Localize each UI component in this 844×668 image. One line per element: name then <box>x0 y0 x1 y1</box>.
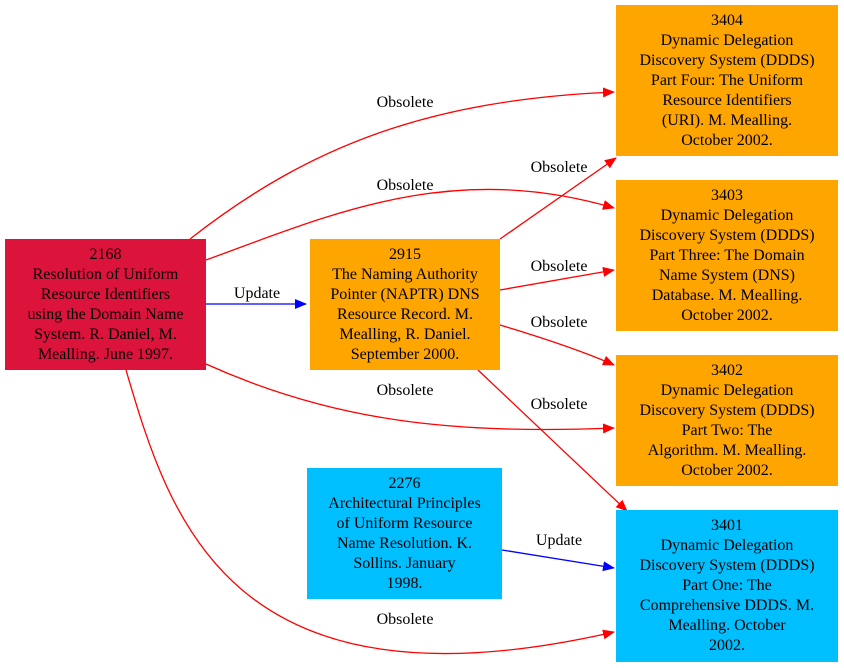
node-rfc-number: 3404 <box>711 11 743 29</box>
node-text-line: Resolution of Uniform <box>32 265 179 283</box>
node-text-line: Resource Record. M. <box>337 305 473 323</box>
edge-2168-to-3403 <box>205 188 615 261</box>
node-text-line: Algorithm. M. Mealling. <box>647 441 807 459</box>
node-text-line: (URI). M. Mealling. <box>661 111 793 129</box>
edge-label-2168-3404: Obsolete <box>376 94 434 111</box>
node-text-line: October 2002. <box>681 306 773 324</box>
node-text-line: Dynamic Delegation <box>660 381 794 399</box>
node-text-line: Discovery System (DDDS) <box>639 226 815 244</box>
edge-label-2276-3401: Update <box>535 532 583 549</box>
node-text-line: Discovery System (DDDS) <box>639 401 815 419</box>
edge-2276-to-3401 <box>501 549 615 572</box>
node-text-line: Mealling. June 1997. <box>37 345 174 363</box>
node-text-line: October 2002. <box>681 461 773 479</box>
node-rfc-number: 3402 <box>711 361 743 379</box>
node-text-line: of Uniform Resource <box>336 514 473 532</box>
node-text-line: using the Domain Name <box>27 305 184 323</box>
node-text-line: Part Two: The <box>681 421 773 439</box>
node-rfc-number: 2915 <box>389 245 421 263</box>
edge-label-2168-3402: Obsolete <box>376 382 434 399</box>
edge-label-2915-3404: Obsolete <box>530 159 588 176</box>
node-text-line: Discovery System (DDDS) <box>639 51 815 69</box>
edge-label-2915-3401: Obsolete <box>530 396 588 413</box>
edge-2915-to-3403 <box>499 266 615 291</box>
node-text-line: Discovery System (DDDS) <box>639 557 815 574</box>
edge-label-2168-3401: Obsolete <box>376 611 434 628</box>
node-text-line: Comprehensive DDDS. M. <box>639 597 815 614</box>
edge-label-2915-3402: Obsolete <box>530 314 588 331</box>
node-text-line: Mealling, R. Daniel. <box>339 325 471 343</box>
node-text-line: Dynamic Delegation <box>660 537 794 554</box>
node-rfc-number: 3403 <box>711 186 743 204</box>
node-text-line: Mealling. October <box>668 617 786 634</box>
edge-2915-to-3404 <box>499 157 617 240</box>
node-text-line: Architectural Principles <box>328 494 481 512</box>
node-text-line: Resource Identifiers <box>662 91 792 109</box>
node-text-line: Name System (DNS) <box>659 266 795 284</box>
node-text-line: Dynamic Delegation <box>660 31 794 49</box>
node-text-line: Database. M. Mealling. <box>651 286 803 304</box>
node-text-line: Dynamic Delegation <box>660 206 794 224</box>
edge-2168-to-3404 <box>189 87 615 240</box>
node-text-line: Resource Identifiers <box>40 285 171 303</box>
node-text-line: Pointer (NAPTR) DNS <box>330 285 480 303</box>
edge-2915-to-3401 <box>477 369 628 512</box>
node-text-line: October 2002. <box>681 131 773 149</box>
node-text-line: September 2000. <box>350 345 460 363</box>
node-text-line: Part Four: The Uniform <box>650 71 804 89</box>
edge-label-2168-2915: Update <box>233 285 281 302</box>
node-rfc-number: 3401 <box>711 517 743 534</box>
node-text-line: The Naming Authority <box>332 265 478 283</box>
node-text-line: 1998. <box>386 574 423 592</box>
node-rfc-number: 2276 <box>388 474 421 492</box>
node-text-line: Sollins. January <box>353 554 456 572</box>
node-text-line: System. R. Daniel, M. <box>34 325 177 343</box>
edge-2168-to-3401 <box>125 369 615 655</box>
edge-label-2168-3403: Obsolete <box>376 177 434 194</box>
node-text-line: Part Three: The Domain <box>649 246 805 264</box>
node-text-line: Name Resolution. K. <box>336 534 473 552</box>
node-text-line: Part One: The <box>682 577 772 594</box>
node-rfc-number: 2168 <box>89 245 122 263</box>
edge-label-2915-3403: Obsolete <box>530 258 588 275</box>
edge-2168-to-3402 <box>205 363 615 434</box>
node-text-line: 2002. <box>709 637 745 654</box>
edge-2915-to-3402 <box>499 324 615 366</box>
